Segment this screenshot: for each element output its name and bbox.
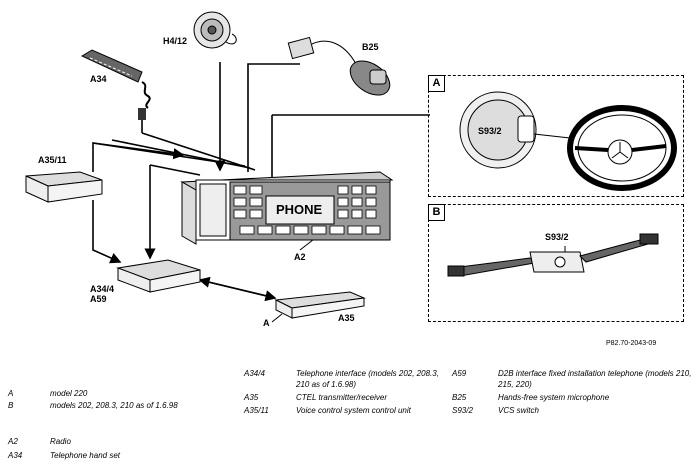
legend: A model 220 B models 202, 208.3, 210 as … — [0, 364, 700, 471]
a35-unit-drawing — [271, 291, 366, 323]
legend-row: A model 220 — [8, 388, 168, 399]
panel-b-stalk-drawing — [447, 233, 659, 277]
legend-key: A35/11 — [244, 406, 269, 415]
legend-key: B25 — [452, 393, 467, 402]
label-h4-12: H4/12 — [163, 36, 188, 46]
radio-display-text: PHONE — [276, 202, 323, 217]
legend-value: Voice control system control unit — [296, 406, 411, 415]
label-a35-11: A35/11 — [38, 155, 67, 165]
legend-value: D2B interface fixed installation telepho… — [498, 369, 692, 389]
label-a-connector: A — [263, 318, 270, 328]
legend-value: CTEL transmitter/receiver — [296, 393, 387, 402]
legend-key: A34 — [8, 451, 23, 460]
b25-microphone-drawing — [287, 36, 391, 96]
legend-value: Hands-free system microphone — [498, 393, 610, 402]
legend-row: A34 Telephone hand set — [8, 450, 168, 461]
label-a34-4: A34/4 — [90, 284, 115, 294]
panel-a-label: A — [428, 75, 445, 92]
legend-row: A35 CTEL transmitter/receiver — [244, 392, 444, 403]
label-a2: A2 — [294, 252, 306, 262]
reference-number: P82.70-2043-09 — [606, 340, 657, 347]
label-s93-2-panel-a: S93/2 — [478, 126, 502, 136]
label-b25: B25 — [362, 42, 379, 52]
panel-b-label: B — [428, 204, 445, 221]
legend-value: Telephone interface (models 202, 208.3, … — [296, 369, 439, 389]
legend-key: A35 — [244, 393, 259, 402]
legend-key: B — [8, 401, 14, 410]
a34-4-unit-drawing — [116, 259, 201, 293]
legend-row: A59 D2B interface fixed installation tel… — [452, 368, 697, 390]
label-s93-2-panel-b: S93/2 — [545, 232, 569, 242]
legend-row: A34/4 Telephone interface (models 202, 2… — [244, 368, 444, 401]
a34-handset-drawing — [80, 49, 151, 120]
legend-value: model 220 — [50, 389, 88, 398]
panel-b-frame — [428, 204, 684, 322]
a2-radio-drawing — [180, 171, 394, 245]
label-a34: A34 — [90, 74, 107, 84]
legend-key: A34/4 — [244, 369, 265, 378]
panel-a-frame — [428, 75, 684, 197]
legend-key: A2 — [8, 437, 18, 446]
legend-row: A2 Radio — [8, 436, 168, 447]
legend-row: B25 Hands-free system microphone — [452, 392, 697, 403]
legend-row: B models 202, 208.3, 210 as of 1.6.98 — [8, 400, 178, 422]
diagram-drawing — [25, 11, 677, 323]
legend-key: S93/2 — [452, 406, 473, 415]
a35-11-unit-drawing — [25, 171, 103, 203]
legend-key: A59 — [452, 369, 467, 378]
legend-row: A35/11 Voice control system control unit — [244, 405, 444, 427]
h4-12-speaker-drawing — [193, 11, 237, 49]
legend-value: Radio — [50, 437, 71, 446]
legend-value: Telephone hand set — [50, 451, 120, 460]
legend-row: S93/2 VCS switch — [452, 405, 697, 416]
panel-a-steering-drawing — [459, 91, 677, 191]
label-a35: A35 — [338, 313, 355, 323]
legend-key: A — [8, 389, 14, 398]
legend-value: VCS switch — [498, 406, 539, 415]
legend-value: models 202, 208.3, 210 as of 1.6.98 — [50, 401, 178, 410]
label-a59: A59 — [90, 294, 107, 304]
